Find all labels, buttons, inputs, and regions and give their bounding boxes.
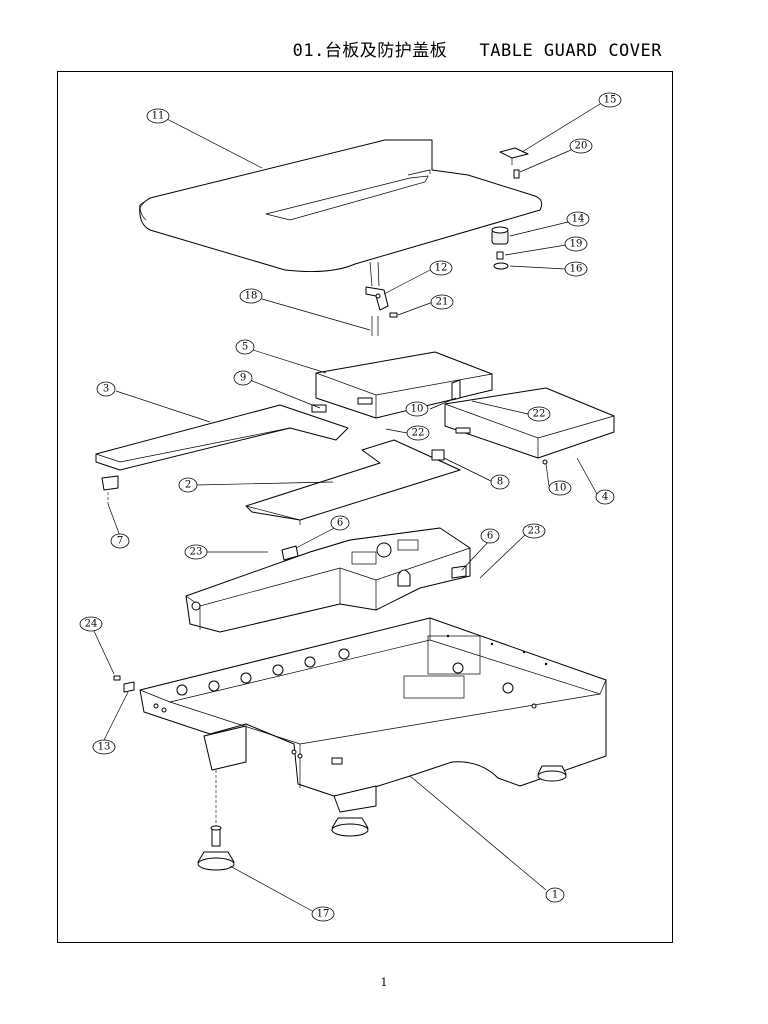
- svg-text:10: 10: [411, 404, 424, 415]
- callout-3: 3: [96, 381, 116, 397]
- callout-11: 11: [146, 108, 170, 124]
- svg-text:21: 21: [436, 297, 449, 308]
- svg-text:22: 22: [533, 409, 546, 420]
- svg-text:17: 17: [317, 909, 330, 920]
- svg-text:7: 7: [117, 536, 123, 547]
- callout-10-a: 10: [405, 401, 429, 417]
- cover-5-part: [315, 351, 493, 419]
- callout-23-a: 23: [184, 544, 208, 560]
- svg-text:11: 11: [152, 111, 165, 122]
- clip-24-13-part: [113, 675, 135, 693]
- svg-text:18: 18: [245, 291, 258, 302]
- svg-text:24: 24: [85, 619, 98, 630]
- callout-5: 5: [235, 339, 255, 355]
- svg-text:10: 10: [554, 483, 567, 494]
- svg-text:19: 19: [570, 239, 583, 250]
- callout-8: 8: [490, 474, 510, 490]
- leveling-foot-part: [197, 765, 567, 871]
- svg-text:5: 5: [242, 342, 248, 353]
- svg-text:16: 16: [570, 264, 583, 275]
- callout-21: 21: [430, 294, 454, 310]
- callout-17: 17: [311, 906, 335, 922]
- svg-text:12: 12: [435, 263, 448, 274]
- callout-23-b: 23: [522, 523, 546, 539]
- callout-22-a: 22: [527, 406, 551, 422]
- svg-text:2: 2: [185, 480, 191, 491]
- drawing-frame: [57, 71, 673, 943]
- svg-text:14: 14: [572, 214, 585, 225]
- callout-24: 24: [79, 616, 103, 632]
- svg-text:6: 6: [337, 518, 343, 529]
- callout-6-a: 6: [330, 515, 350, 531]
- callout-2: 2: [178, 477, 198, 493]
- leader-lines: [93, 103, 601, 913]
- plate-2-part: [245, 439, 461, 525]
- callout-6-b: 6: [480, 528, 500, 544]
- callout-14: 14: [566, 211, 590, 227]
- callout-10-b: 10: [548, 480, 572, 496]
- svg-text:15: 15: [604, 95, 617, 106]
- cover-3-part: [95, 404, 349, 504]
- callout-12: 12: [429, 260, 453, 276]
- svg-text:13: 13: [98, 742, 111, 753]
- callout-13: 13: [92, 739, 116, 755]
- svg-text:20: 20: [575, 141, 588, 152]
- hinge-12-part: [365, 286, 398, 336]
- svg-text:1: 1: [552, 890, 558, 901]
- svg-text:23: 23: [190, 547, 203, 558]
- svg-text:23: 23: [528, 526, 541, 537]
- svg-text:9: 9: [240, 373, 246, 384]
- bracket-15-part: [499, 147, 529, 179]
- callout-18: 18: [239, 288, 263, 304]
- table-top-part: [139, 139, 543, 287]
- callout-16: 16: [564, 261, 588, 277]
- callout-20: 20: [569, 138, 593, 154]
- callout-22-b: 22: [406, 425, 430, 441]
- svg-text:4: 4: [602, 492, 608, 503]
- svg-text:3: 3: [103, 384, 109, 395]
- callout-4: 4: [595, 489, 615, 505]
- callout-1: 1: [545, 887, 565, 903]
- base-table-1-part: [139, 617, 607, 813]
- callout-15: 15: [598, 92, 622, 108]
- page-number: 1: [380, 976, 388, 989]
- svg-text:8: 8: [497, 477, 503, 488]
- callout-bubbles: 11 15 20 14 19 16 12 21 18 5 9 3 10 22 2…: [79, 92, 622, 922]
- base-frame-part: [185, 527, 471, 633]
- callout-7: 7: [110, 533, 130, 549]
- roller-stack-part: [491, 226, 509, 270]
- cover-4-part: [444, 387, 615, 465]
- svg-text:22: 22: [412, 428, 425, 439]
- callout-9: 9: [233, 370, 253, 386]
- page-title: 01.台板及防护盖板 TABLE GUARD COVER: [292, 41, 662, 61]
- callout-19: 19: [564, 236, 588, 252]
- svg-text:6: 6: [487, 531, 493, 542]
